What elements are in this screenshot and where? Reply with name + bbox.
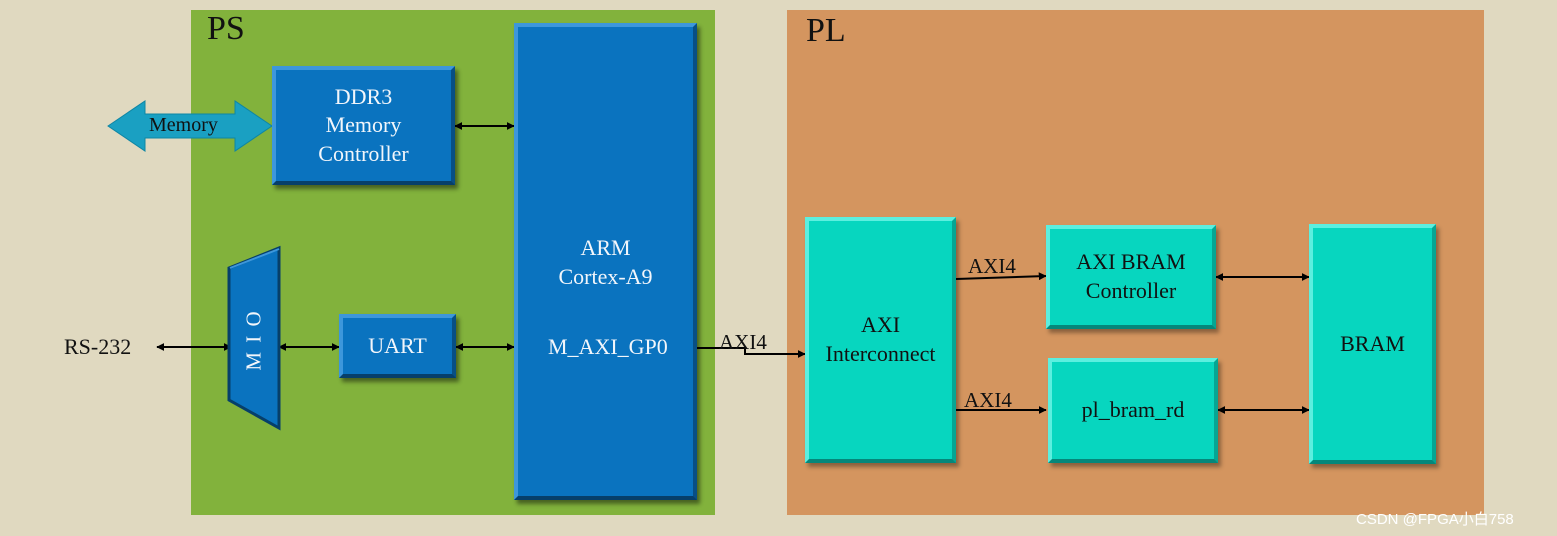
rs232-label: RS-232 bbox=[64, 334, 132, 359]
bram-ctrl-line-1: AXI BRAM bbox=[1076, 249, 1186, 275]
interconnect-ctrl-link bbox=[955, 272, 1047, 281]
mio-label: M I O bbox=[241, 309, 266, 371]
bram-ctrl-line-2: Controller bbox=[1085, 278, 1177, 303]
interconnect-line-1: AXI bbox=[860, 312, 901, 338]
watermark: CSDN @FPGA小白758 bbox=[1356, 511, 1514, 528]
ps-label: PS bbox=[207, 10, 245, 47]
axi-bram-controller: AXI BRAM Controller bbox=[1046, 225, 1216, 329]
gp0-axi4-label: AXI4 bbox=[719, 330, 767, 354]
axi-interconnect: AXI Interconnect bbox=[805, 217, 956, 463]
bram-label: BRAM bbox=[1340, 330, 1405, 356]
ddr3-line-3: Controller bbox=[318, 140, 409, 166]
rd-axi4-label: AXI4 bbox=[964, 388, 1012, 412]
uart-label: UART bbox=[368, 332, 427, 358]
pl-bram-rd: pl_bram_rd bbox=[1048, 358, 1218, 463]
bram-block: BRAM bbox=[1309, 224, 1436, 464]
bram-rd-label: pl_bram_rd bbox=[1081, 397, 1185, 423]
ddr3-line-2: Memory bbox=[325, 112, 402, 138]
ddr3-memory-controller: DDR3 Memory Controller bbox=[272, 66, 455, 185]
interconnect-line-2: Interconnect bbox=[825, 341, 936, 366]
ddr3-line-1: DDR3 bbox=[334, 83, 393, 109]
uart-block: UART bbox=[339, 314, 456, 378]
arm-port-label: M_AXI_GP0 bbox=[548, 334, 668, 359]
arm-line-1: ARM bbox=[580, 235, 631, 260]
gp0-interconnect-link bbox=[686, 347, 806, 358]
ctrl-axi4-label: AXI4 bbox=[968, 254, 1016, 278]
pl-label: PL bbox=[806, 12, 846, 49]
memory-label: Memory bbox=[149, 114, 218, 136]
arm-line-2: Cortex-A9 bbox=[558, 264, 653, 289]
arm-cortex-a9 bbox=[514, 23, 697, 500]
